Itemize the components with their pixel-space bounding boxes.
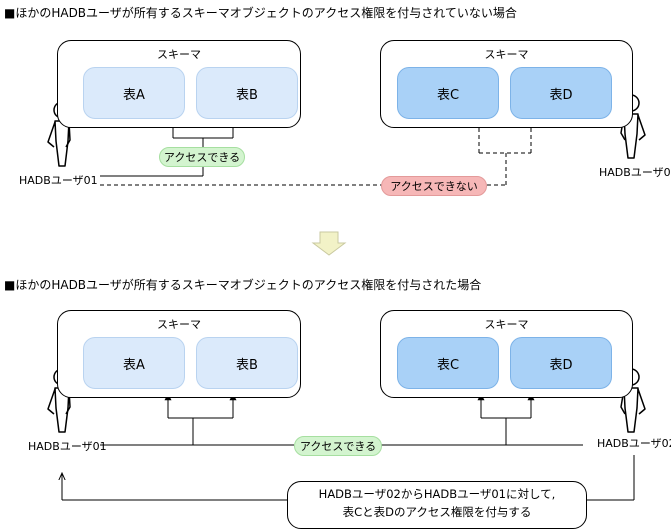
user2-label: HADBユーザ02 — [599, 166, 671, 179]
user1-label: HADBユーザ01 — [28, 440, 107, 453]
section1-left-schema: スキーマ 表A 表B — [57, 40, 301, 128]
transition-down-arrow — [311, 231, 347, 256]
section2-title: ■ほかのHADBユーザが所有するスキーマオブジェクトのアクセス権限を付与された場… — [4, 278, 482, 292]
section2-access-connectors — [100, 393, 583, 446]
table-a: 表A — [83, 337, 185, 389]
table-c: 表C — [397, 337, 499, 389]
table-d: 表D — [510, 337, 612, 389]
user2-label: HADBユーザ02 — [597, 437, 671, 450]
can-access-label: アクセスできる — [159, 147, 245, 167]
table-b: 表B — [196, 337, 298, 389]
schema-label: スキーマ — [484, 48, 529, 61]
schema-label: スキーマ — [484, 318, 529, 331]
grant-flow-connectors — [62, 455, 635, 501]
section1-user1-connectors — [100, 116, 237, 177]
schema-label: スキーマ — [157, 48, 201, 61]
table-c: 表C — [397, 67, 499, 119]
cannot-access-label: アクセスできない — [381, 176, 487, 196]
table-d: 表D — [510, 67, 612, 119]
table-a: 表A — [83, 67, 185, 119]
section2-left-schema: スキーマ 表A 表B — [57, 310, 301, 398]
grant-note-line2: 表Cと表Dのアクセス権限を付与する — [342, 505, 532, 519]
schema-label: スキーマ — [157, 318, 201, 331]
section2-right-schema: スキーマ 表C 表D — [380, 310, 633, 398]
grant-note-line1: HADBユーザ02からHADBユーザ01に対して, — [318, 487, 556, 501]
grant-note: HADBユーザ02からHADBユーザ01に対して, 表Cと表Dのアクセス権限を付… — [287, 481, 587, 529]
table-b: 表B — [196, 67, 298, 119]
section1-right-schema: スキーマ 表C 表D — [380, 40, 633, 128]
user1-label: HADBユーザ01 — [19, 174, 98, 187]
section1-title: ■ほかのHADBユーザが所有するスキーマオブジェクトのアクセス権限を付与されてい… — [4, 6, 517, 20]
can-access-label: アクセスできる — [294, 436, 382, 456]
